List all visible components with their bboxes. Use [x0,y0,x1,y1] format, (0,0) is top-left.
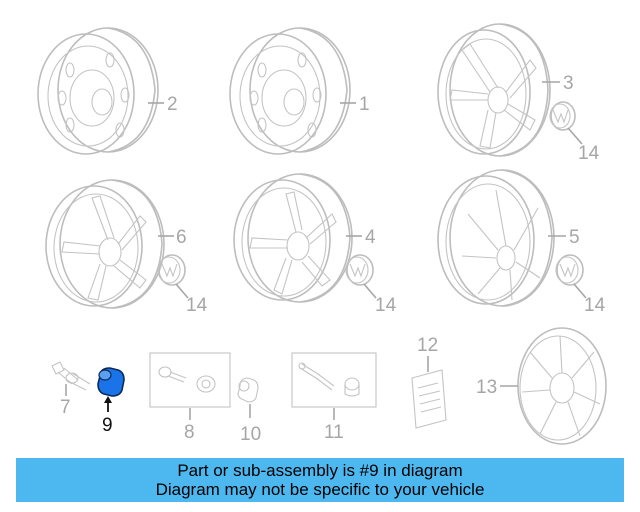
banner-line-2: Diagram may not be specific to your vehi… [155,480,485,499]
callout-2: 2 [167,94,178,115]
callout-3: 3 [563,73,574,94]
callout-14d: 14 [584,295,606,316]
callout-1: 1 [359,94,370,115]
callout-7: 7 [60,397,71,418]
callout-9: 9 [102,415,113,436]
steel-wheel-1[interactable] [229,27,351,155]
label-12[interactable] [411,369,447,429]
highlighted-part-9[interactable] [97,367,125,397]
callout-11: 11 [324,422,344,443]
center-cap-14a[interactable] [549,101,576,131]
alloy-wheel-3[interactable] [437,23,551,157]
valve-kit-11[interactable] [291,352,377,408]
alloy-wheel-5[interactable] [437,169,555,307]
callout-14a: 14 [578,143,600,164]
callout-13: 13 [476,377,497,398]
center-cap-14d[interactable] [555,254,584,286]
steel-wheel-2[interactable] [37,27,159,155]
wheel-bolt-7[interactable] [51,361,91,391]
callout-5: 5 [569,227,580,248]
center-cap-14c[interactable] [345,254,374,286]
alloy-wheel-4[interactable] [233,173,353,303]
callout-12: 12 [417,335,438,356]
callout-8: 8 [184,422,195,443]
info-banner: Part or sub-assembly is #9 in diagram Di… [16,458,624,502]
nut-10[interactable] [237,377,259,403]
alloy-wheel-6[interactable] [45,179,165,309]
callout-10: 10 [240,424,261,445]
callout-6: 6 [176,227,187,248]
center-cap-14b[interactable] [157,254,186,286]
callout-14b: 14 [186,295,208,316]
callout-4: 4 [365,227,376,248]
banner-line-1: Part or sub-assembly is #9 in diagram [177,461,463,480]
wheel-cover-13[interactable] [517,327,607,445]
callout-14c: 14 [375,295,397,316]
bolt-kit-8[interactable] [149,352,231,408]
